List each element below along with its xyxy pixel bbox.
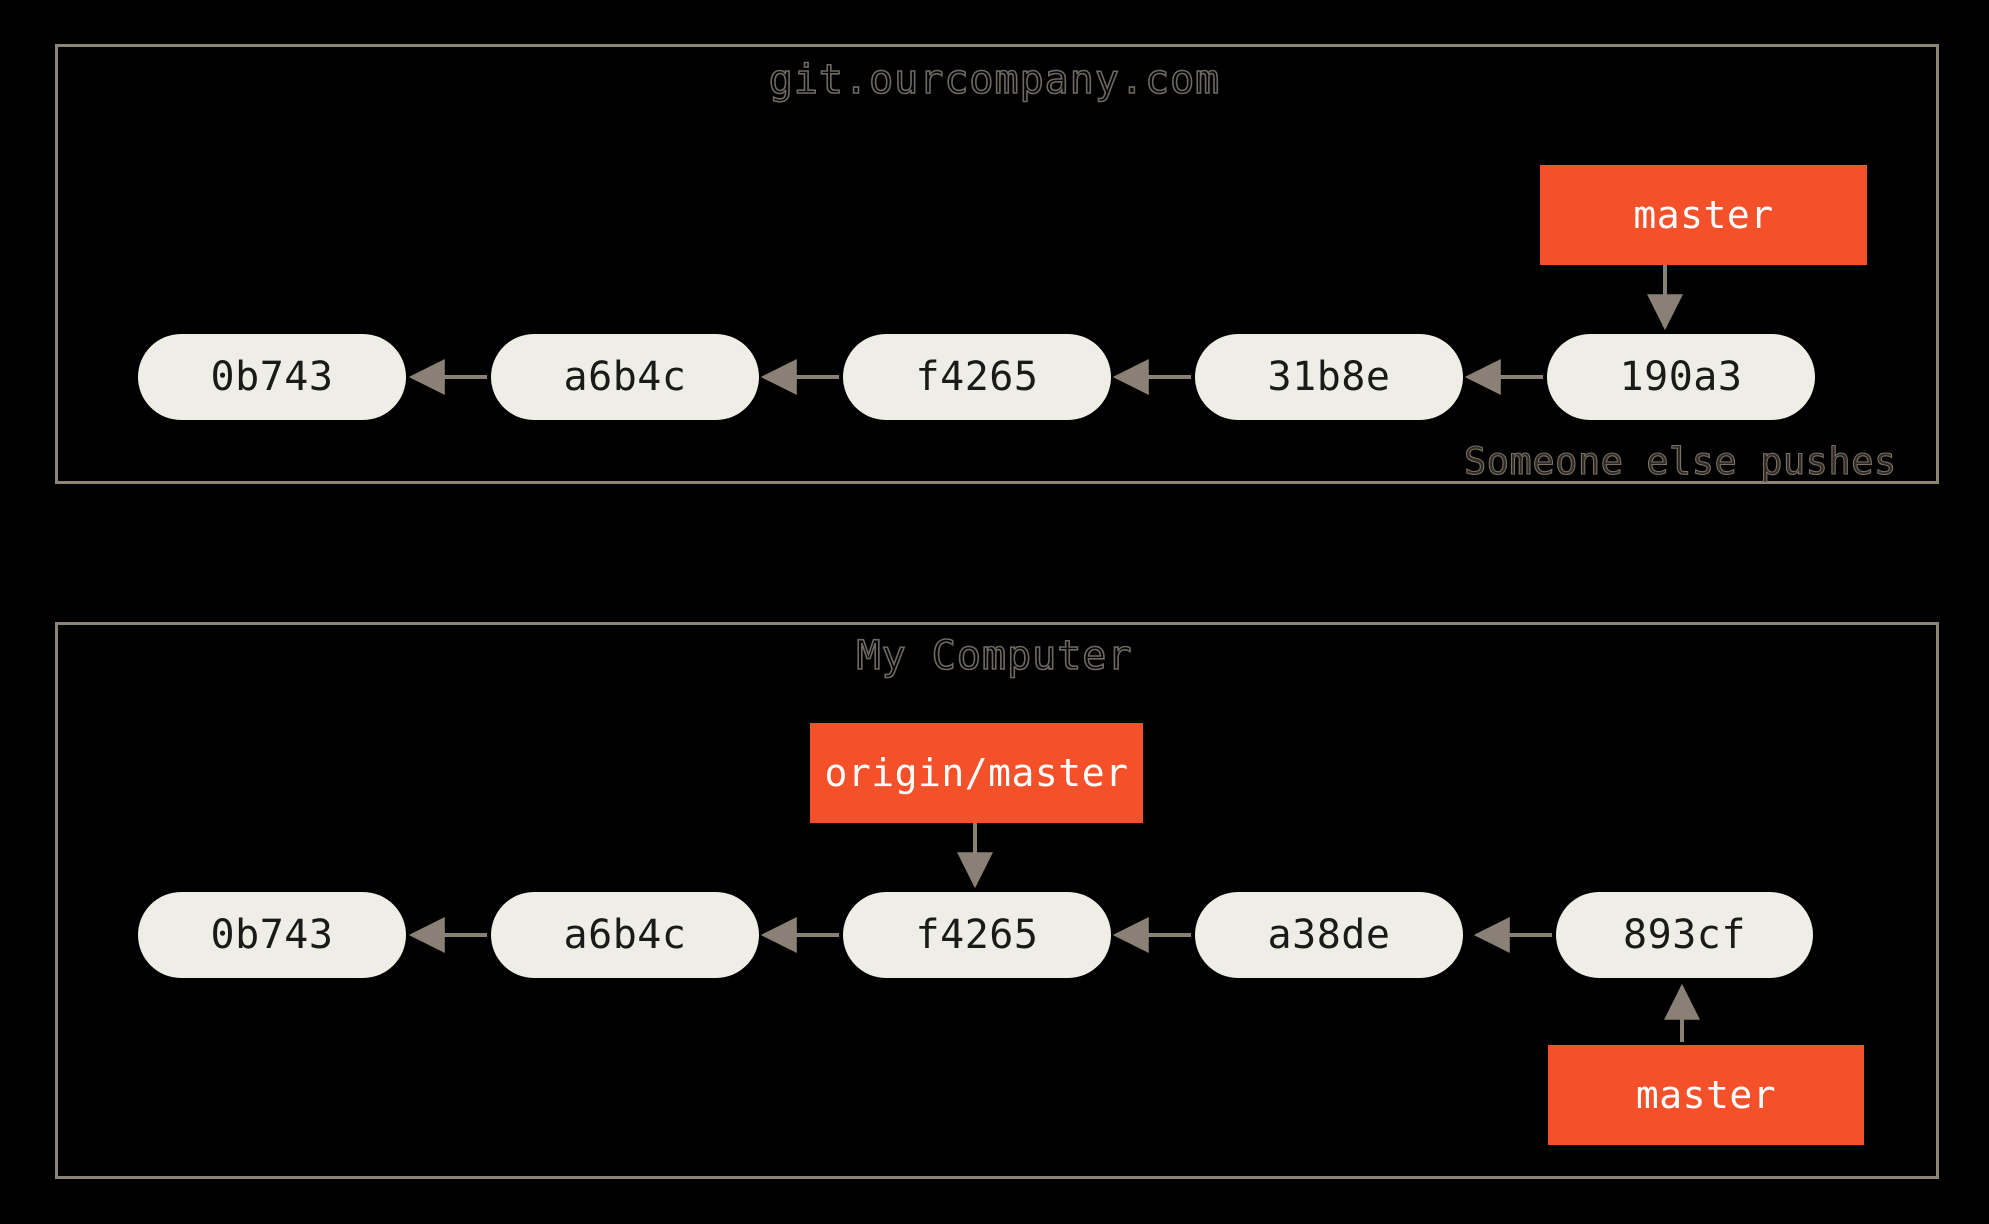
commit-hash: f4265 — [915, 912, 1039, 958]
commit-node-server-a6b4c[interactable]: a6b4c — [491, 334, 759, 420]
commit-node-local-893cf[interactable]: 893cf — [1556, 892, 1813, 978]
commit-node-local-a6b4c[interactable]: a6b4c — [491, 892, 759, 978]
commit-hash: 0b743 — [210, 354, 334, 400]
branch-label-text: origin/master — [824, 751, 1129, 795]
commit-node-local-f4265[interactable]: f4265 — [843, 892, 1111, 978]
commit-node-server-0b743[interactable]: 0b743 — [138, 334, 406, 420]
commit-node-server-190a3[interactable]: 190a3 — [1547, 334, 1815, 420]
panel-local — [55, 622, 1939, 1179]
commit-hash: a6b4c — [563, 354, 687, 400]
branch-label-text: master — [1633, 193, 1774, 237]
commit-node-local-a38de[interactable]: a38de — [1195, 892, 1463, 978]
commit-hash: 0b743 — [210, 912, 334, 958]
commit-hash: a6b4c — [563, 912, 687, 958]
commit-hash: 893cf — [1623, 912, 1746, 958]
branch-label-origin-master[interactable]: origin/master — [810, 723, 1143, 823]
commit-hash: a38de — [1267, 912, 1391, 958]
branch-label-text: master — [1635, 1073, 1777, 1117]
caption-someone-else-pushes: Someone else pushes — [1463, 439, 1897, 483]
branch-label-server-master[interactable]: master — [1540, 165, 1867, 265]
commit-node-server-f4265[interactable]: f4265 — [843, 334, 1111, 420]
panel-server — [55, 44, 1939, 484]
commit-hash: 31b8e — [1267, 354, 1391, 400]
branch-label-local-master[interactable]: master — [1548, 1045, 1864, 1145]
commit-node-local-0b743[interactable]: 0b743 — [138, 892, 406, 978]
commit-hash: 190a3 — [1619, 354, 1743, 400]
commit-node-server-31b8e[interactable]: 31b8e — [1195, 334, 1463, 420]
commit-hash: f4265 — [915, 354, 1039, 400]
